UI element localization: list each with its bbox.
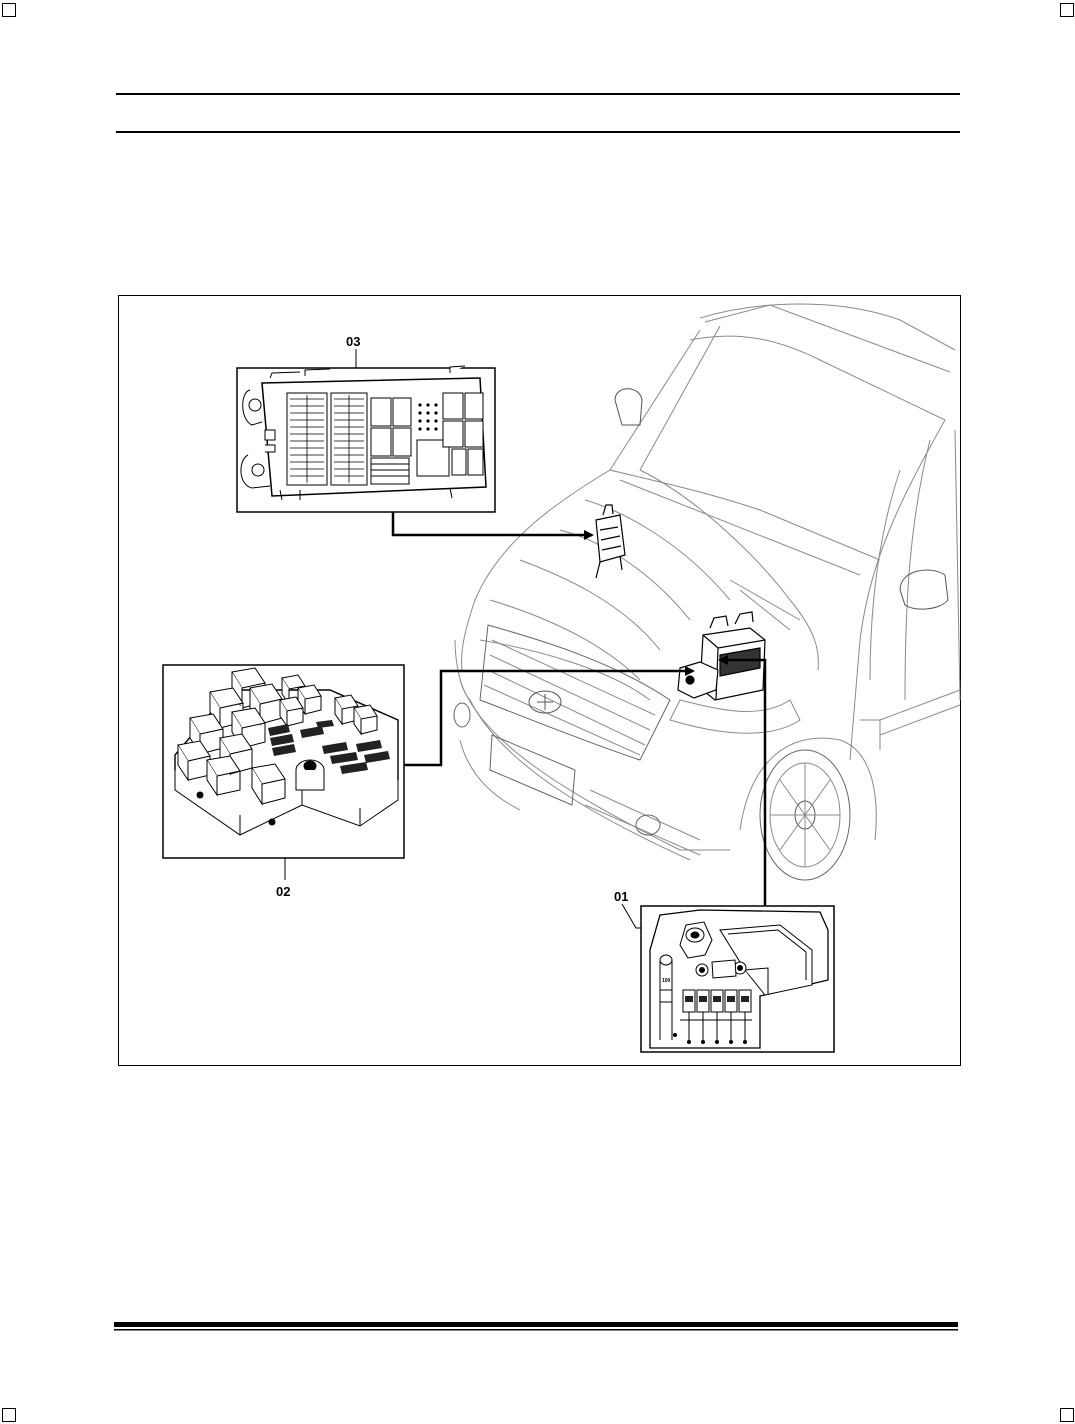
inset-03-fusebox [240,365,487,501]
footer-rule-thick [114,1322,958,1327]
header-rule-bottom [116,131,960,133]
figure-frame [118,295,961,1066]
crop-mark-bottom-left [2,1408,16,1422]
inset-01-fuse-label: 100 [662,978,671,984]
vehicle-battery-fusebox [677,611,766,701]
callout-03: 03 [346,334,361,349]
crop-mark-top-left [2,3,16,17]
callout-02: 02 [276,884,291,899]
footer-rule-thin [114,1329,958,1331]
vehicle-illustration [453,303,961,881]
callout-01: 01 [614,889,629,904]
leader-lines [391,512,767,906]
inset-01-fusebox [649,909,829,1049]
inset-02-relaybox [174,667,399,836]
header-rule-top [116,93,960,95]
vehicle-fusebox-cabin [595,504,626,579]
crop-mark-top-right [1060,3,1074,17]
crop-mark-bottom-right [1060,1408,1074,1422]
